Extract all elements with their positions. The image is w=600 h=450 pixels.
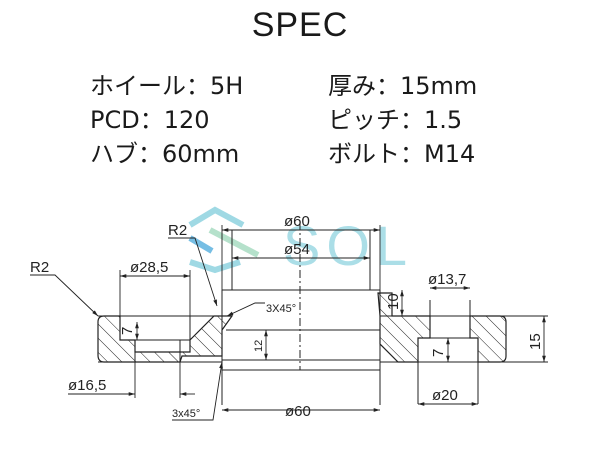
dim-15: 15	[527, 333, 544, 350]
dim-d60-bottom: ø60	[285, 403, 311, 420]
dim-d13-7: ø13,7	[428, 271, 466, 288]
spec-list-right: 厚み：15mm ピッチ：1.5 ボルト：M14	[328, 70, 477, 172]
dim-r2-left: R2	[30, 259, 49, 276]
dim-d54: ø54	[284, 241, 310, 258]
dimension-lines	[30, 225, 548, 421]
spec-pitch: ピッチ：1.5	[328, 106, 463, 134]
spec-hub: ハブ：60mm	[90, 140, 240, 168]
dim-7-left: 7	[119, 327, 136, 335]
dim-d60-top: ø60	[284, 213, 310, 230]
dim-chamfer-top: 3X45°	[266, 303, 296, 315]
watermark-logo-icon	[188, 206, 260, 274]
dim-10: 10	[385, 293, 402, 310]
dim-12: 12	[253, 340, 265, 352]
dim-7-right: 7	[430, 349, 447, 357]
dim-chamfer-bottom: 3x45°	[172, 408, 200, 420]
dim-d28-5: ø28,5	[130, 259, 168, 276]
spec-thickness: 厚み：15mm	[328, 72, 478, 100]
watermark-text: SOL	[283, 214, 413, 277]
dim-d16-5: ø16,5	[68, 377, 106, 394]
spec-list-left: ホイール：5H PCD：120 ハブ：60mm	[90, 70, 243, 172]
spec-wheel: ホイール：5H	[90, 72, 244, 100]
dim-d20: ø20	[432, 387, 458, 404]
page-title: SPEC	[251, 6, 349, 44]
dim-r2-top: R2	[168, 222, 187, 239]
spec-pcd: PCD：120	[90, 106, 210, 134]
spec-bolt: ボルト：M14	[328, 140, 476, 168]
